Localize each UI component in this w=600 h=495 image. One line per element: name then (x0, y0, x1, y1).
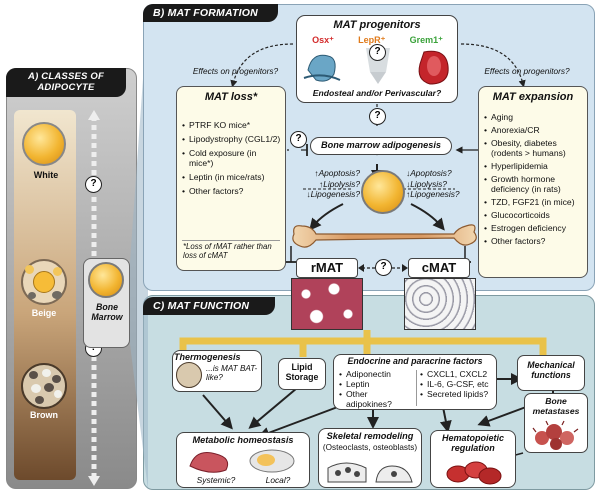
list-item: Leptin (in mice/rats) (182, 172, 282, 182)
list-item: Lipodystrophy (CGL1/2) (182, 134, 282, 144)
progenitors-title: MAT progenitors (333, 19, 421, 31)
panel-b-header: B) MAT FORMATION (143, 4, 278, 22)
rmat-histology-image (291, 278, 363, 330)
mechanism-text: ↓Lipolysis? (406, 178, 447, 189)
metabolic-title: Metabolic homeostasis (192, 435, 294, 445)
progenitor-location: Endosteal and/or Perivascular? (312, 88, 442, 98)
list-item: Secreted lipids? (420, 389, 496, 399)
bone-marrow-label: Bone Marrow (91, 302, 123, 323)
mechanism-text: ↓Lipogenesis? (306, 189, 360, 199)
progenitor-markers: Osx⁺ LepR⁺ Grem1⁺ (300, 35, 455, 46)
endocrine-right-list: CXCL1, CXCL2 IL-6, G-CSF, etc Secreted l… (420, 369, 496, 399)
list-item: CXCL1, CXCL2 (420, 369, 496, 379)
cmat-histology-image (404, 278, 476, 330)
mechanical-box (517, 355, 585, 391)
mat-loss-note: *Loss of rMAT rather than loss of cMAT (183, 242, 272, 260)
mat-expansion-list: Aging Anorexia/CR Obesity, diabetes (rod… (484, 112, 586, 247)
adipogenesis-label: Bone marrow adipogenesis (321, 140, 441, 150)
marker-lepr: LepR⁺ (358, 35, 386, 45)
endocrine-left-list: Adiponectin Leptin Other adipokines? (339, 369, 415, 409)
white-adipocyte-icon (22, 122, 66, 166)
question-badge: ? (369, 44, 386, 61)
mechanism-text: ↑Lipogenesis? (406, 189, 460, 199)
bone-icon (292, 224, 477, 248)
bone-marrow-adipocyte-icon (88, 262, 124, 298)
question-badge: ? (375, 259, 392, 276)
panel-b-arrows (230, 43, 526, 263)
blood-cells-icon (446, 461, 502, 485)
panel-a-header: A) CLASSES OF ADIPOCYTE (6, 68, 126, 97)
list-item: Other adipokines? (339, 389, 415, 409)
rmat-label: rMAT (310, 260, 344, 275)
mat-adipocyte-icon (361, 170, 405, 214)
hematopoietic-box (430, 430, 516, 488)
list-item: IL-6, G-CSF, etc (420, 379, 496, 389)
bone-metastases-label: Bone metastases (532, 396, 580, 416)
brown-label: Brown (30, 410, 58, 420)
panel-c-header: C) MAT FUNCTION (143, 297, 275, 315)
cmat-box (408, 258, 470, 278)
beige-label: Beige (31, 308, 57, 318)
thermogenesis-title: Thermogenesis (174, 352, 241, 362)
bone-metastases-box (524, 393, 588, 453)
list-item: Cold exposure (in mice*) (182, 148, 282, 168)
list-item: Hyperlipidemia (484, 161, 586, 171)
list-item: Estrogen deficiency (484, 223, 586, 233)
marker-grem1: Grem1⁺ (409, 35, 443, 45)
lipid-storage-box (278, 358, 326, 390)
lipid-storage-label: Lipid Storage (285, 362, 319, 383)
endocrine-title: Endocrine and paracrine factors (347, 356, 483, 366)
mechanism-text: ↑Apoptosis? (314, 168, 360, 178)
question-badge: ? (369, 108, 386, 125)
list-item: TZD, FGF21 (in mice) (484, 197, 586, 207)
list-item: Aging (484, 112, 586, 122)
divider (416, 370, 417, 406)
mechanical-label: Mechanical functions (527, 360, 575, 381)
panel-c-arrows (179, 330, 559, 467)
cmat-label: cMAT (421, 260, 457, 275)
list-item: Glucocorticoids (484, 210, 586, 220)
list-item: Obesity, diabetes (rodents > humans) (484, 138, 586, 158)
list-item: Leptin (339, 379, 415, 389)
effects-right-label: Effects on progenitors? (484, 66, 570, 76)
skeletal-title: Skeletal remodeling (326, 431, 414, 441)
brown-adipocyte-icon (176, 362, 202, 388)
mechanism-text: ↓Apoptosis? (406, 168, 452, 178)
white-label: White (33, 170, 59, 180)
local-label: Local? (265, 475, 291, 485)
hematopoietic-title: Hematopoietic regulation (441, 433, 504, 454)
metastasis-cells-icon (532, 420, 579, 450)
question-badge: ? (85, 176, 102, 193)
skeletal-subtitle: (Osteoclasts, osteoblasts) (322, 443, 418, 452)
list-item: Other factors? (182, 186, 282, 196)
systemic-label: Systemic? (196, 475, 236, 485)
mat-loss-list: PTRF KO mice* Lipodystrophy (CGL1/2) Col… (182, 120, 282, 196)
right-mechanisms: ↓Apoptosis? ↓Lipolysis? ↑Lipogenesis? (406, 168, 478, 200)
mat-loss-title: MAT loss* (204, 91, 258, 103)
question-badge: ? (290, 131, 307, 148)
rmat-box (296, 258, 358, 278)
mat-expansion-title: MAT expansion (492, 91, 574, 103)
thermogenesis-subtitle: ...is MAT BAT-like? (206, 364, 258, 383)
list-item: Adiponectin (339, 369, 415, 379)
list-item: Other factors? (484, 236, 586, 246)
osteoclast-illustration (327, 462, 413, 483)
metabolic-illustration (189, 449, 295, 473)
effects-left-label: Effects on progenitors? (192, 66, 279, 76)
adipogenesis-pill (310, 137, 452, 155)
left-mechanisms: ↑Apoptosis? ↑Lipolysis? ↓Lipogenesis? (290, 168, 360, 200)
list-item: Anorexia/CR (484, 125, 586, 135)
brown-adipocyte-icon (21, 363, 67, 409)
list-item: PTRF KO mice* (182, 120, 282, 130)
marker-osx: Osx⁺ (312, 35, 334, 45)
mechanism-text: ↑Lipolysis? (319, 178, 360, 189)
divider (182, 240, 280, 241)
beige-adipocyte-icon (21, 259, 67, 305)
list-item: Growth hormone deficiency (in rats) (484, 174, 586, 194)
